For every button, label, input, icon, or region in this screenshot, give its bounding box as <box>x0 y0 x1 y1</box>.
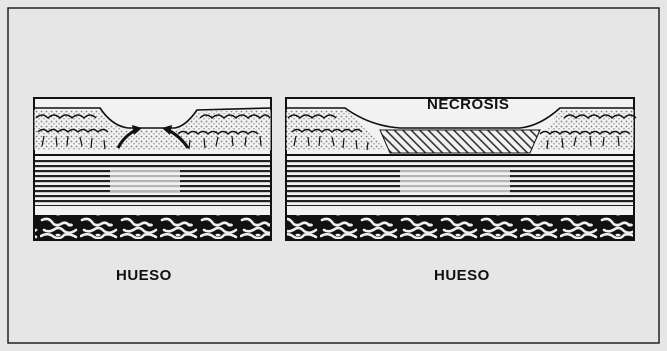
left-striped-gap <box>110 170 180 192</box>
necrosis-label: NECROSIS <box>427 96 509 113</box>
necrosis-area <box>380 130 540 153</box>
right-striped-gap <box>400 168 510 194</box>
right-bone-label: HUESO <box>434 267 490 284</box>
right-bone-layer <box>287 215 633 239</box>
left-bone-label: HUESO <box>116 267 172 284</box>
right-panel: NECROSIS HUESO <box>286 96 636 284</box>
left-bone-layer <box>35 215 270 239</box>
left-panel: HUESO <box>34 98 271 284</box>
